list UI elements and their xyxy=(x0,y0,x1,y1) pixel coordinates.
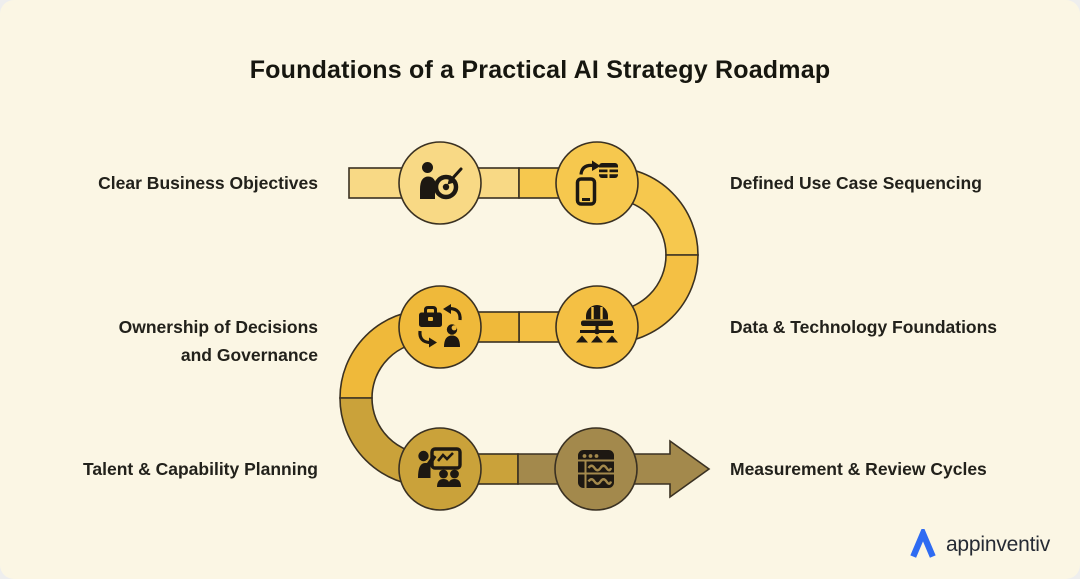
step-label-2: Defined Use Case Sequencing xyxy=(730,173,982,193)
hardhat-structure-icon xyxy=(576,305,618,343)
appinventiv-logo-icon xyxy=(910,529,936,558)
step-label-6: Measurement & Review Cycles xyxy=(730,459,987,479)
page-title: Foundations of a Practical AI Strategy R… xyxy=(249,56,831,84)
step-label-3: Data & Technology Foundations xyxy=(730,317,998,337)
brand-name: appinventiv xyxy=(945,533,1050,556)
step-label-4: Ownership of Decisions and Governance xyxy=(118,317,318,365)
phone-grid-sync-icon xyxy=(575,160,618,206)
step-node-4 xyxy=(398,285,482,369)
person-target-icon xyxy=(420,162,463,200)
step-node-2 xyxy=(555,141,639,225)
brand-logo: appinventiv xyxy=(907,529,1050,561)
step-label-1: Clear Business Objectives xyxy=(98,173,318,193)
step-label-5: Talent & Capability Planning xyxy=(83,459,318,479)
dashboard-waves-icon xyxy=(578,450,614,488)
step-node-1 xyxy=(398,141,482,225)
briefcase-person-cycle-icon xyxy=(418,304,462,348)
presenter-team-icon xyxy=(418,447,462,487)
